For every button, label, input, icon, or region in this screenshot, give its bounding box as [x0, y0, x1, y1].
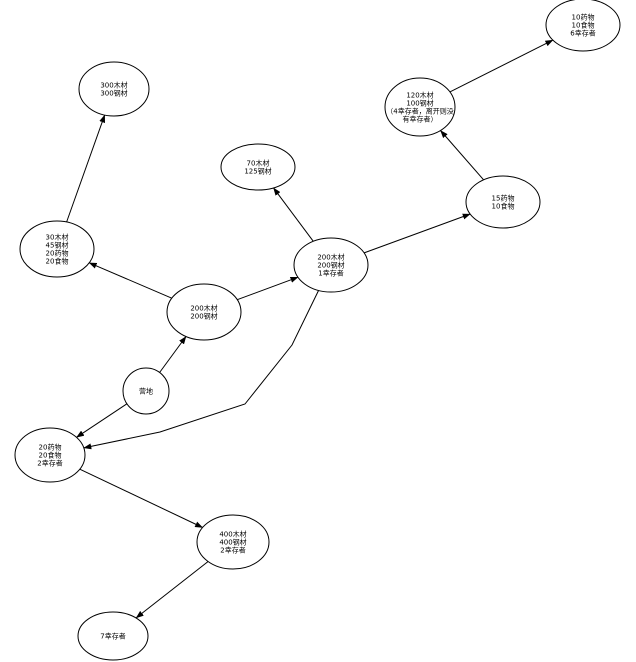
node-label-line: 15药物: [492, 194, 515, 203]
node-label-line: 400钢材: [219, 538, 246, 547]
node-label-line: 营地: [139, 387, 153, 396]
edge-n200a-to-n30: [88, 262, 172, 299]
edge-n120-to-n10: [449, 39, 554, 93]
node-ellipse: [384, 77, 456, 137]
node-label-line: 20药物: [46, 249, 69, 258]
node-label-line: 400木材: [219, 530, 246, 539]
edge-n30-to-n300: [66, 114, 106, 223]
node-label-line: 20药物: [39, 443, 62, 452]
node-label-line: 2幸存者: [37, 459, 62, 468]
edge-n200a-to-n200b: [237, 276, 299, 301]
node-ellipse: [196, 514, 270, 570]
node-label-line: 200木材: [190, 304, 217, 313]
edges-layer: [66, 39, 554, 619]
edge-camp-to-n20: [76, 403, 128, 438]
node-label-line: 20食物: [39, 451, 62, 460]
node-label-line: 70木材: [247, 159, 270, 168]
node-label-line: 30木材: [46, 233, 69, 242]
edge-n20-to-n400: [79, 468, 204, 528]
node-label-line: 10药物: [572, 13, 595, 22]
edge-n200b-to-n20: [83, 290, 320, 450]
nodes-layer: 营地200木材200钢材30木材45钢材20药物20食物300木材300钢材20…: [14, 0, 621, 661]
node-ellipse: [220, 143, 296, 191]
node-label-line: 300木材: [100, 81, 127, 90]
node-camp: 营地: [122, 367, 170, 415]
node-label-line: 有幸存者）: [403, 115, 438, 124]
node-label-line: 2幸存者: [220, 546, 245, 555]
node-label-line: 10食物: [492, 202, 515, 211]
node-ellipse: [166, 283, 242, 341]
node-label-line: 7幸存者: [100, 632, 125, 641]
node-label-line: 125钢材: [244, 167, 271, 176]
edge-n200b-to-n15: [363, 213, 471, 254]
node-ellipse: [293, 237, 369, 293]
edge-n400-to-n7: [135, 561, 209, 619]
node-ellipse: [19, 220, 95, 278]
node-label-line: 200木材: [317, 253, 344, 262]
node-ellipse: [465, 175, 541, 229]
node-label-line: 300钢材: [100, 89, 127, 98]
node-ellipse: [545, 0, 621, 52]
node-label-line: 6幸存者: [570, 29, 595, 38]
node-label-line: 20食物: [46, 257, 69, 266]
node-label-line: 45钢材: [46, 241, 69, 250]
edge-camp-to-n200a: [159, 336, 187, 373]
edge-n15-to-n120: [440, 130, 484, 181]
node-label-line: 100钢材: [406, 99, 433, 108]
edge-n200b-to-n70: [273, 187, 314, 242]
node-label-line: 120木材: [406, 91, 433, 100]
node-ellipse: [77, 611, 149, 661]
node-label-line: 200钢材: [317, 261, 344, 270]
node-label-line: 1幸存者: [318, 269, 343, 278]
node-label-line: 200钢材: [190, 312, 217, 321]
node-ellipse: [14, 427, 86, 483]
node-ellipse: [78, 61, 150, 117]
node-n7: 7幸存者: [77, 611, 149, 661]
node-label-line: 10食物: [572, 21, 595, 30]
node-label-line: （4幸存者，离开则没: [386, 107, 453, 116]
node-ellipse: [122, 367, 170, 415]
